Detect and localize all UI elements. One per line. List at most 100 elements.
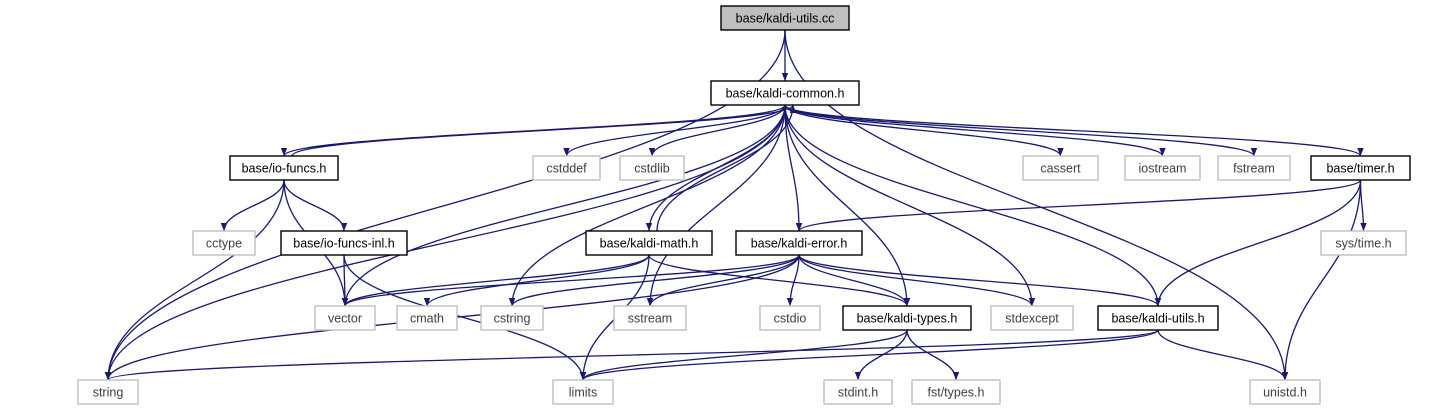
edge-kaldi-common-h-to-kaldi-types-h xyxy=(784,104,911,307)
edge-kaldi-common-h-to-kaldi-math-h xyxy=(645,104,786,232)
nodes: base/kaldi-utils.cc base/kaldi-common.h ba… xyxy=(77,5,1411,405)
edge-io-funcs-inl-h-to-limits xyxy=(343,254,587,381)
node-kaldi-math-h[interactable]: base/kaldi-math.h xyxy=(585,230,713,256)
node-cstdio: cstdio xyxy=(759,305,821,331)
node-vector: vector xyxy=(314,305,376,331)
node-box xyxy=(823,379,893,405)
node-fstream: fstream xyxy=(1217,155,1291,181)
node-io-funcs-inl-h[interactable]: base/io-funcs-inl.h xyxy=(280,230,408,256)
edge-timer-h-to-kaldi-error-h xyxy=(795,179,1362,232)
edge-io-funcs-h-to-string xyxy=(104,179,285,381)
edge-kaldi-common-h-to-vector xyxy=(341,104,786,307)
node-box xyxy=(613,305,687,331)
node-kaldi-utils-h[interactable]: base/kaldi-utils.h xyxy=(1097,305,1219,331)
node-box xyxy=(314,305,376,331)
edge-io-funcs-h-to-kaldi-common-h xyxy=(291,104,797,157)
node-label: limits xyxy=(569,386,597,400)
node-box xyxy=(1320,230,1407,256)
edge-kaldi-common-h-to-iostream xyxy=(784,104,1166,157)
edge-timer-h-to-kaldi-utils-h xyxy=(1154,179,1362,307)
node-stdexcept: stdexcept xyxy=(990,305,1074,331)
edge-kaldi-common-h-to-fstream xyxy=(784,104,1258,157)
edge-kaldi-error-h-to-vector xyxy=(341,254,800,307)
node-box xyxy=(1249,379,1321,405)
node-cassert: cassert xyxy=(1022,155,1099,181)
node-cstdlib: cstdlib xyxy=(619,155,685,181)
node-label: sstream xyxy=(628,312,672,326)
node-label: base/kaldi-types.h xyxy=(857,312,958,326)
node-label: cstring xyxy=(494,312,531,326)
node-sys-time-h: sys/time.h xyxy=(1320,230,1407,256)
node-box xyxy=(735,230,863,256)
node-box xyxy=(1217,155,1291,181)
edge-timer-h-to-unistd-h xyxy=(1281,179,1362,381)
node-label: base/io-funcs.h xyxy=(242,162,327,176)
edge-io-funcs-h-to-cctype xyxy=(220,179,285,232)
node-label: cstdio xyxy=(774,312,807,326)
edge-kaldi-error-h-to-stdexcept xyxy=(798,254,1036,307)
edge-kaldi-error-h-to-cstring xyxy=(508,254,800,307)
node-box xyxy=(480,305,544,331)
edge-kaldi-common-h-to-kaldi-utils-h xyxy=(784,104,1162,307)
node-string: string xyxy=(77,379,139,405)
edge-kaldi-error-h-to-kaldi-utils-h xyxy=(798,254,1162,307)
node-io-funcs-h[interactable]: base/io-funcs.h xyxy=(229,155,339,181)
node-label: vector xyxy=(328,312,362,326)
edge-kaldi-math-h-to-kaldi-types-h xyxy=(648,254,911,307)
node-box xyxy=(990,305,1074,331)
node-kaldi-error-h[interactable]: base/kaldi-error.h xyxy=(735,230,863,256)
node-box xyxy=(1022,155,1099,181)
node-box xyxy=(710,80,860,106)
node-box xyxy=(552,379,614,405)
edge-kaldi-types-h-to-limits xyxy=(579,329,908,381)
edge-kaldi-utils-h-to-unistd-h xyxy=(1157,329,1289,381)
node-box xyxy=(585,230,713,256)
node-cctype: cctype xyxy=(192,230,256,256)
edge-kaldi-common-h-to-stdexcept xyxy=(784,104,1036,307)
node-label: stdexcept xyxy=(1005,312,1059,326)
edge-io-funcs-h-to-io-funcs-inl-h xyxy=(283,179,348,232)
node-label: cmath xyxy=(410,312,444,326)
node-box xyxy=(842,305,972,331)
node-label: stdint.h xyxy=(838,386,878,400)
edge-kaldi-common-h-to-kaldi-error-h xyxy=(784,104,803,232)
node-label: cassert xyxy=(1040,162,1081,176)
node-cstddef: cstddef xyxy=(532,155,601,181)
node-label: sys/time.h xyxy=(1335,237,1391,251)
edge-kaldi-math-h-to-cmath xyxy=(423,254,650,307)
node-label: fstream xyxy=(1233,162,1275,176)
node-sstream: sstream xyxy=(613,305,687,331)
edge-kaldi-utils-h-to-string xyxy=(105,329,1159,381)
node-label: base/kaldi-utils.h xyxy=(1111,312,1204,326)
node-label: base/kaldi-common.h xyxy=(726,87,845,101)
node-box xyxy=(77,379,139,405)
edge-kaldi-common-h-to-sstream xyxy=(646,104,786,307)
edge-kaldi-error-h-to-cstdio xyxy=(786,254,800,307)
node-label: cstdlib xyxy=(634,162,669,176)
node-iostream: iostream xyxy=(1124,155,1201,181)
node-label: base/io-funcs-inl.h xyxy=(293,237,394,251)
node-label: unistd.h xyxy=(1263,386,1307,400)
node-label: base/kaldi-math.h xyxy=(600,237,699,251)
node-box xyxy=(532,155,601,181)
edge-kaldi-types-h-to-fst-types-h xyxy=(906,329,960,381)
node-cmath: cmath xyxy=(396,305,458,331)
edge-kaldi-math-h-to-vector xyxy=(341,254,650,307)
node-unistd-h: unistd.h xyxy=(1249,379,1321,405)
node-label: iostream xyxy=(1139,162,1187,176)
node-box xyxy=(911,379,1001,405)
node-label: base/kaldi-utils.cc xyxy=(736,12,835,26)
node-box xyxy=(229,155,339,181)
node-box xyxy=(720,5,850,31)
edge-kaldi-error-h-to-kaldi-types-h xyxy=(798,254,911,307)
edge-kaldi-error-h-to-sstream xyxy=(646,254,800,307)
node-kaldi-types-h[interactable]: base/kaldi-types.h xyxy=(842,305,972,331)
node-box xyxy=(396,305,458,331)
node-kaldi-utils-cc[interactable]: base/kaldi-utils.cc xyxy=(720,5,850,31)
node-kaldi-common-h[interactable]: base/kaldi-common.h xyxy=(710,80,860,106)
node-label: cstddef xyxy=(546,162,587,176)
edges xyxy=(104,29,1367,381)
node-box xyxy=(1097,305,1219,331)
node-timer-h[interactable]: base/timer.h xyxy=(1310,155,1411,181)
